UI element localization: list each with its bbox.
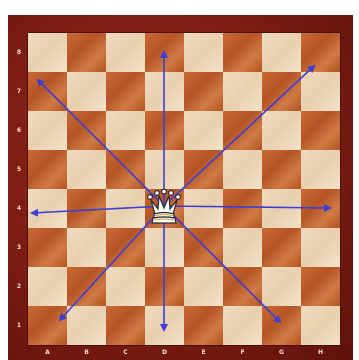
square-d8[interactable] (145, 33, 184, 72)
file-label: F (223, 349, 262, 357)
square-g8[interactable] (262, 33, 301, 72)
square-e4[interactable] (184, 189, 223, 228)
square-e7[interactable] (184, 72, 223, 111)
square-b2[interactable] (67, 267, 106, 306)
rank-label: 1 (14, 322, 24, 330)
file-label: D (145, 349, 184, 357)
file-label: A (28, 349, 67, 357)
square-c4[interactable] (106, 189, 145, 228)
square-c2[interactable] (106, 267, 145, 306)
square-g7[interactable] (262, 72, 301, 111)
square-h8[interactable] (301, 33, 340, 72)
square-f7[interactable] (223, 72, 262, 111)
square-a8[interactable] (28, 33, 67, 72)
square-g3[interactable] (262, 228, 301, 267)
square-b1[interactable] (67, 306, 106, 345)
square-c7[interactable] (106, 72, 145, 111)
file-label: E (184, 349, 223, 357)
rank-label: 7 (14, 88, 24, 96)
square-b7[interactable] (67, 72, 106, 111)
square-a1[interactable] (28, 306, 67, 345)
square-h5[interactable] (301, 150, 340, 189)
square-f3[interactable] (223, 228, 262, 267)
file-label: H (301, 349, 340, 357)
file-label: G (262, 349, 301, 357)
square-a2[interactable] (28, 267, 67, 306)
square-d3[interactable] (145, 228, 184, 267)
square-b3[interactable] (67, 228, 106, 267)
rank-label: 3 (14, 244, 24, 252)
square-f6[interactable] (223, 111, 262, 150)
square-h6[interactable] (301, 111, 340, 150)
square-h7[interactable] (301, 72, 340, 111)
square-f2[interactable] (223, 267, 262, 306)
square-e1[interactable] (184, 306, 223, 345)
file-label: B (67, 349, 106, 357)
rank-label: 8 (14, 49, 24, 57)
square-f8[interactable] (223, 33, 262, 72)
square-d7[interactable] (145, 72, 184, 111)
square-c6[interactable] (106, 111, 145, 150)
square-a7[interactable] (28, 72, 67, 111)
file-label: C (106, 349, 145, 357)
rank-label: 6 (14, 127, 24, 135)
square-d1[interactable] (145, 306, 184, 345)
square-f1[interactable] (223, 306, 262, 345)
square-h2[interactable] (301, 267, 340, 306)
square-c3[interactable] (106, 228, 145, 267)
square-c1[interactable] (106, 306, 145, 345)
square-b5[interactable] (67, 150, 106, 189)
square-e5[interactable] (184, 150, 223, 189)
square-b6[interactable] (67, 111, 106, 150)
square-a4[interactable] (28, 189, 67, 228)
square-g4[interactable] (262, 189, 301, 228)
chessboard (28, 33, 340, 345)
square-g5[interactable] (262, 150, 301, 189)
square-c8[interactable] (106, 33, 145, 72)
square-d5[interactable] (145, 150, 184, 189)
square-e3[interactable] (184, 228, 223, 267)
square-e6[interactable] (184, 111, 223, 150)
square-a6[interactable] (28, 111, 67, 150)
square-h3[interactable] (301, 228, 340, 267)
rank-label: 2 (14, 283, 24, 291)
square-a5[interactable] (28, 150, 67, 189)
square-c5[interactable] (106, 150, 145, 189)
square-g6[interactable] (262, 111, 301, 150)
rank-label: 5 (14, 166, 24, 174)
square-h4[interactable] (301, 189, 340, 228)
square-g2[interactable] (262, 267, 301, 306)
square-a3[interactable] (28, 228, 67, 267)
square-d2[interactable] (145, 267, 184, 306)
square-g1[interactable] (262, 306, 301, 345)
square-b4[interactable] (67, 189, 106, 228)
square-d6[interactable] (145, 111, 184, 150)
square-h1[interactable] (301, 306, 340, 345)
rank-label: 4 (14, 205, 24, 213)
white-queen-piece[interactable] (146, 188, 182, 226)
square-b8[interactable] (67, 33, 106, 72)
square-e8[interactable] (184, 33, 223, 72)
square-f5[interactable] (223, 150, 262, 189)
square-e2[interactable] (184, 267, 223, 306)
square-f4[interactable] (223, 189, 262, 228)
